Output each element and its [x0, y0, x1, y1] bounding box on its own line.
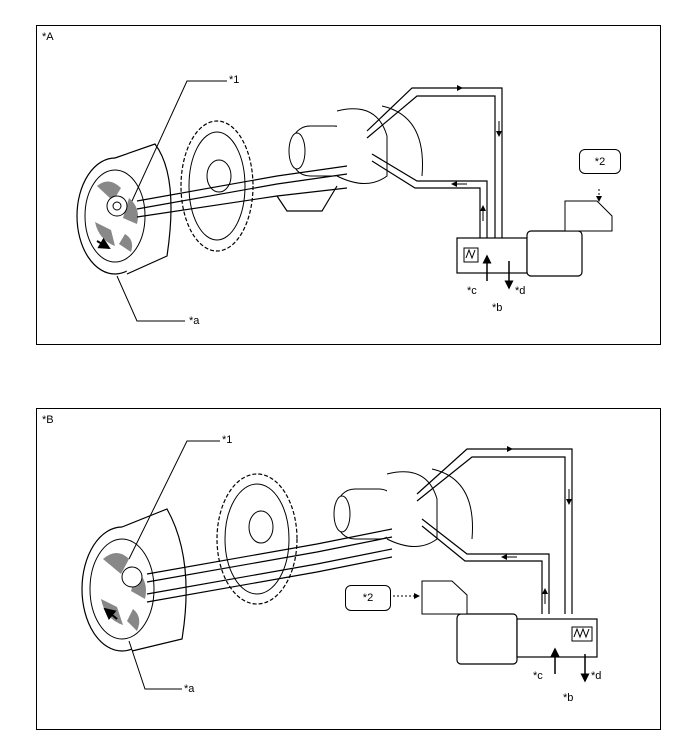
- diagram-panel-a: *A *1 *2 *a *b *c *d: [36, 25, 661, 345]
- callout-a: *a: [184, 683, 195, 695]
- oil-passages: [146, 448, 573, 614]
- leader-lines: [128, 440, 420, 690]
- camshaft-timing-actuator: [76, 143, 172, 275]
- timing-sprocket: [180, 120, 254, 252]
- callout-2: *2: [594, 155, 606, 168]
- callout-2-box: *2: [345, 585, 391, 611]
- callout-b: *b: [492, 302, 503, 314]
- callout-a: *a: [189, 315, 200, 327]
- callout-2: *2: [362, 592, 374, 604]
- leader-lines: [116, 80, 602, 322]
- flow-arrows: [447, 85, 502, 221]
- oil-control-valve: [421, 580, 598, 683]
- oil-control-valve: [456, 200, 613, 290]
- camshaft: [333, 468, 473, 547]
- camshaft: [288, 105, 423, 184]
- callout-1: *1: [222, 434, 233, 446]
- flow-arrows: [497, 446, 572, 604]
- vvt-diagram-b: [81, 440, 598, 690]
- callout-d: *d: [515, 285, 526, 297]
- camshaft-timing-actuator: [81, 508, 187, 652]
- callout-2-box: *2: [579, 149, 621, 174]
- callout-b: *b: [563, 692, 574, 704]
- callout-c: *c: [467, 285, 477, 297]
- diagram-panel-b: *B *1 *2 *a *b *c *d: [36, 408, 661, 730]
- callout-d: *d: [591, 670, 602, 682]
- callout-1: *1: [229, 74, 240, 86]
- timing-sprocket: [216, 473, 298, 605]
- vvt-diagram-a: [76, 80, 613, 322]
- panel-tag: *A: [42, 31, 54, 43]
- panel-tag: *B: [42, 414, 54, 426]
- callout-c: *c: [533, 670, 543, 682]
